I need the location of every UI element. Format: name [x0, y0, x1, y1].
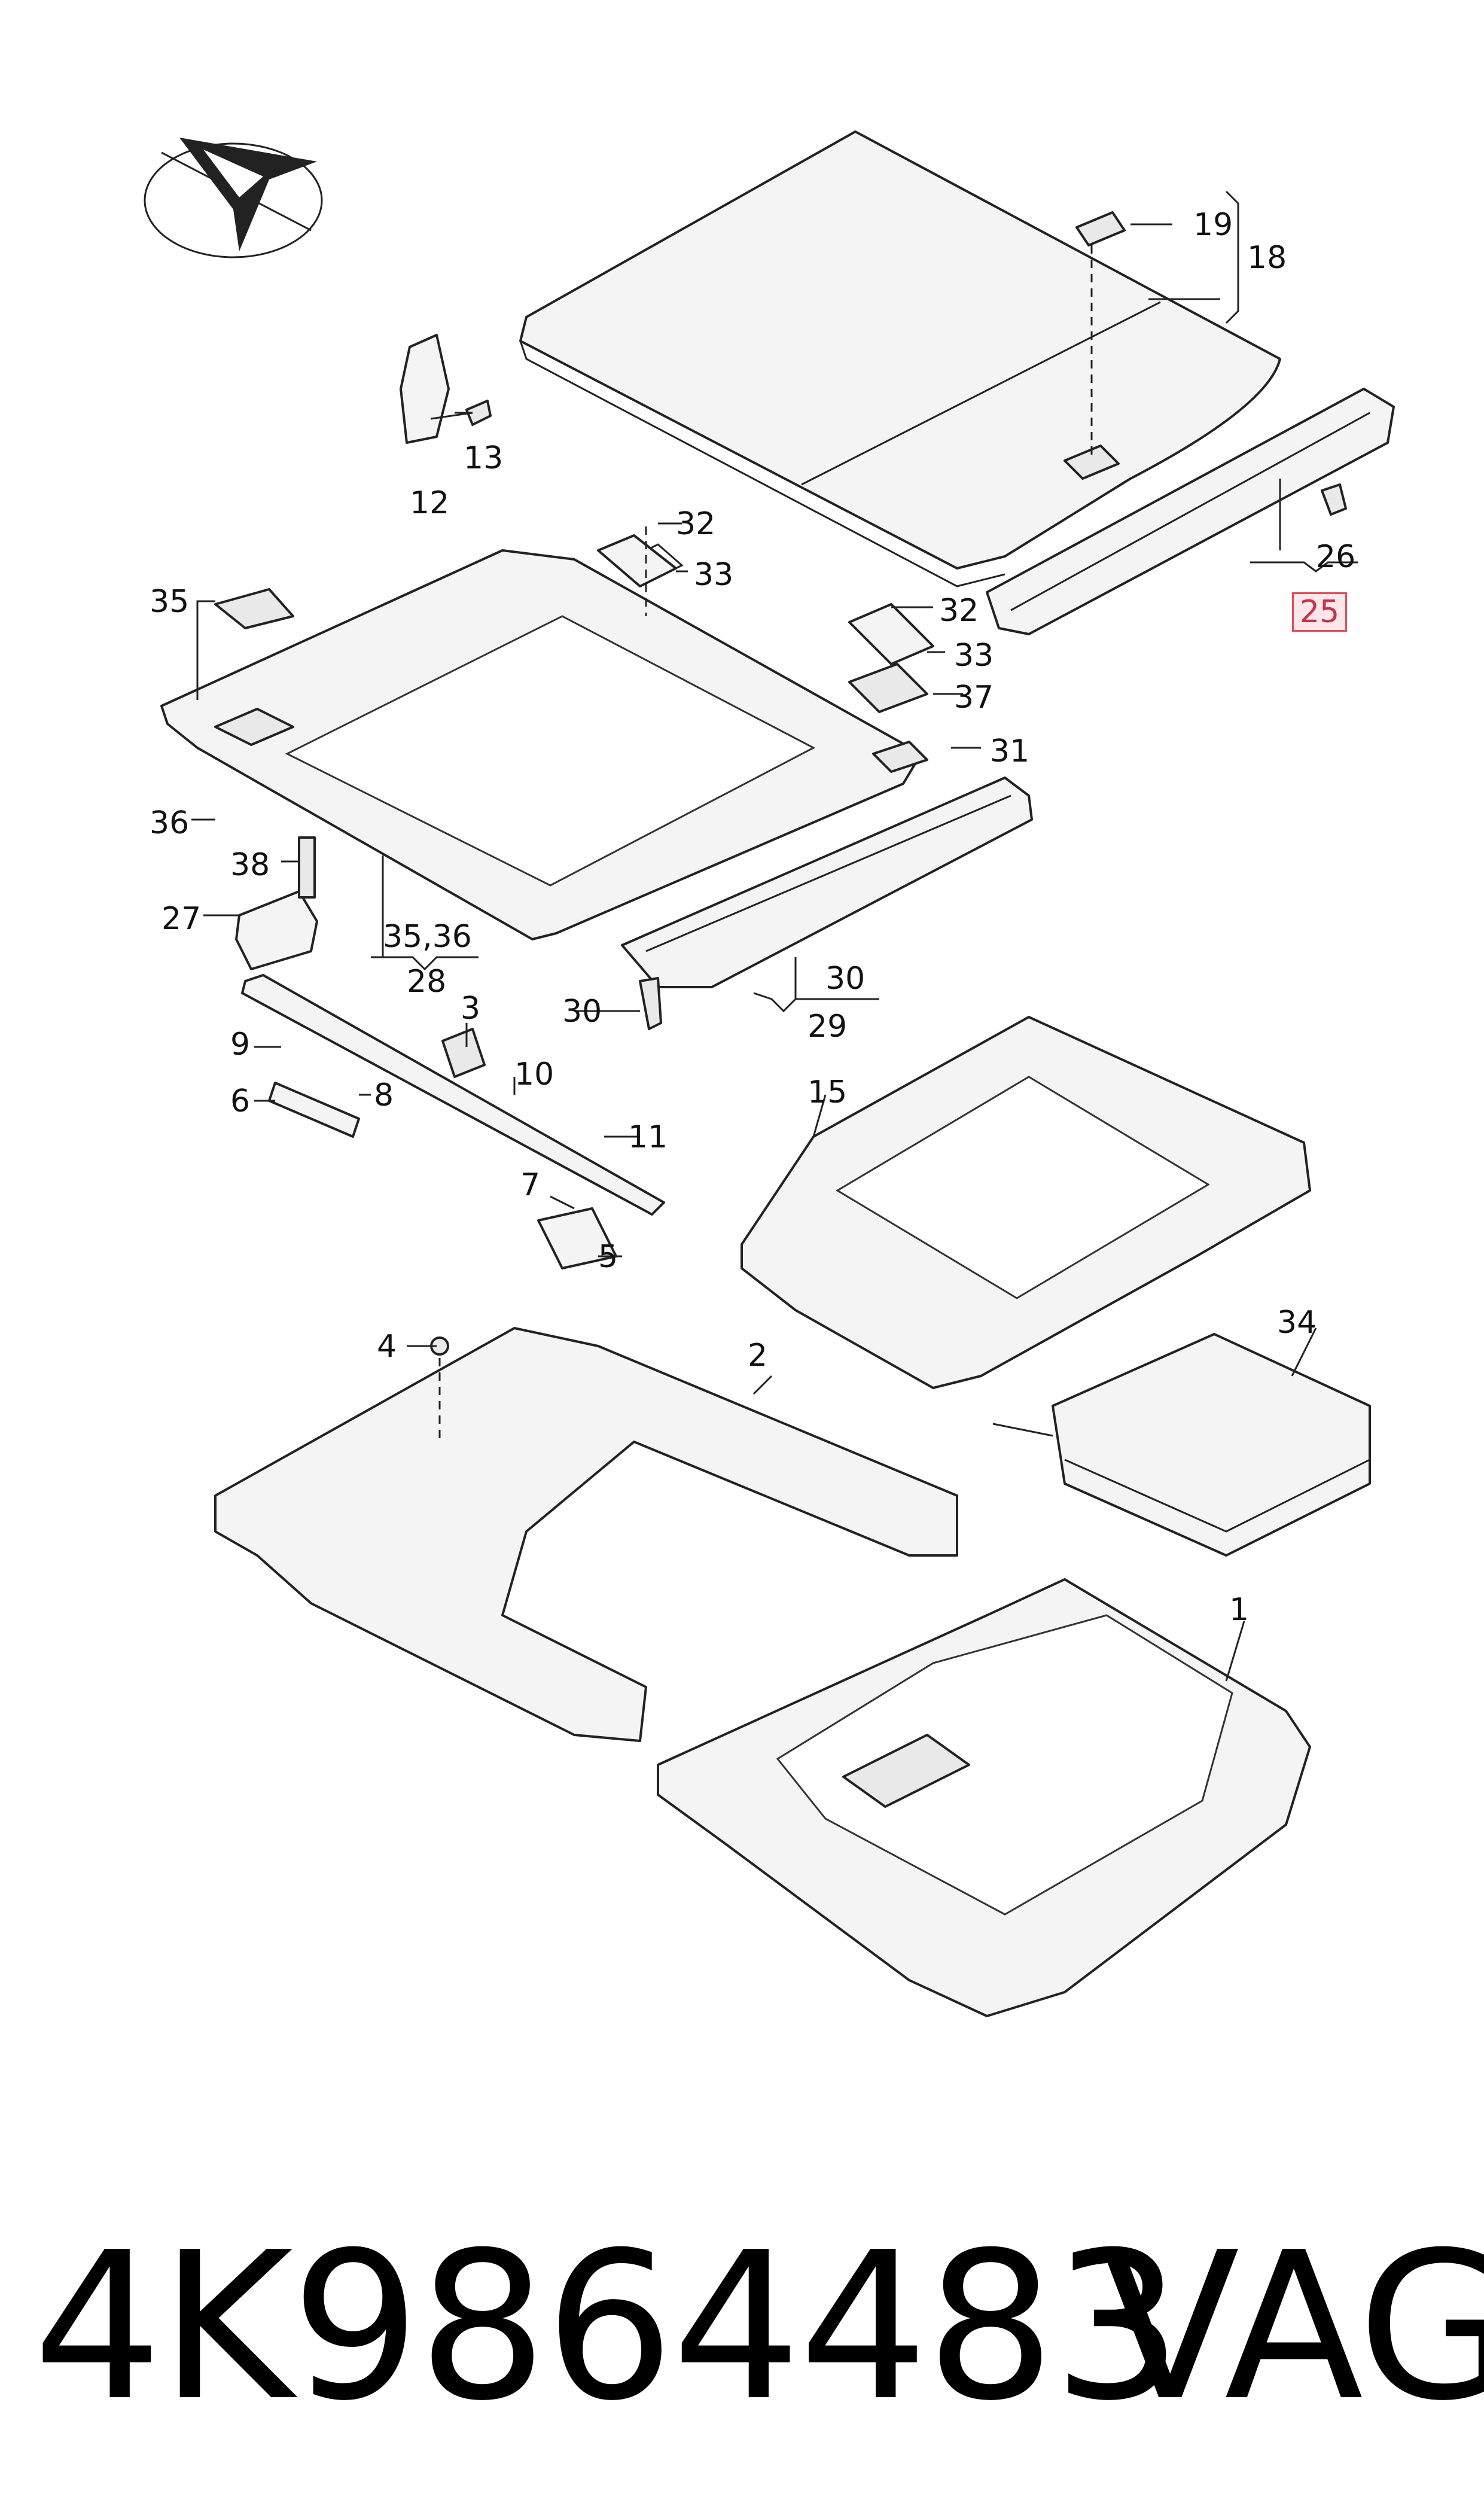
logo-icon: [144, 138, 323, 258]
label-9: 9: [230, 1027, 251, 1062]
label-15: 15: [807, 1074, 848, 1110]
label-32-b: 32: [939, 593, 979, 629]
label-33-b: 33: [954, 638, 994, 674]
label-6: 6: [230, 1083, 251, 1119]
label-12: 12: [410, 485, 450, 521]
label-1: 1: [1229, 1592, 1250, 1628]
label-19: 19: [1193, 207, 1233, 243]
label-2: 2: [748, 1338, 768, 1374]
label-25-highlighted: 25: [1292, 592, 1348, 632]
label-26: 26: [1316, 539, 1356, 575]
label-13: 13: [464, 440, 504, 476]
label-18: 18: [1247, 240, 1287, 276]
label-35-36: 35,36: [383, 919, 472, 955]
tool-kit-case: [1052, 1333, 1371, 1557]
bracket-part: [400, 334, 450, 444]
floor-frame: [214, 1327, 958, 1742]
label-5: 5: [598, 1239, 618, 1275]
label-10: 10: [514, 1056, 554, 1092]
label-27: 27: [161, 901, 202, 937]
label-35: 35: [150, 584, 190, 620]
label-37: 37: [954, 680, 994, 715]
label-34: 34: [1277, 1305, 1317, 1341]
label-29: 29: [807, 1009, 848, 1045]
label-36: 36: [150, 805, 190, 841]
guide-rail: [241, 974, 665, 1216]
label-7: 7: [520, 1167, 541, 1203]
diagram-drawing: [144, 130, 1395, 2017]
label-38: 38: [230, 847, 270, 883]
label-28: 28: [407, 964, 447, 1000]
label-32-a: 32: [676, 506, 716, 542]
brand-text: VAG: [1101, 2209, 1484, 2446]
label-8: 8: [374, 1077, 394, 1113]
label-33-a: 33: [694, 557, 734, 593]
label-4: 4: [377, 1329, 397, 1365]
parts-diagram: 19 18 13 12 32 33 26 25 35 32 33 37 31 3…: [144, 130, 1395, 2017]
part-number-text: 4K9864483: [33, 2209, 1183, 2446]
label-3: 3: [461, 991, 481, 1027]
label-11: 11: [628, 1119, 668, 1155]
label-31: 31: [990, 733, 1030, 769]
label-30-a: 30: [562, 994, 602, 1030]
label-30-b: 30: [825, 961, 866, 997]
